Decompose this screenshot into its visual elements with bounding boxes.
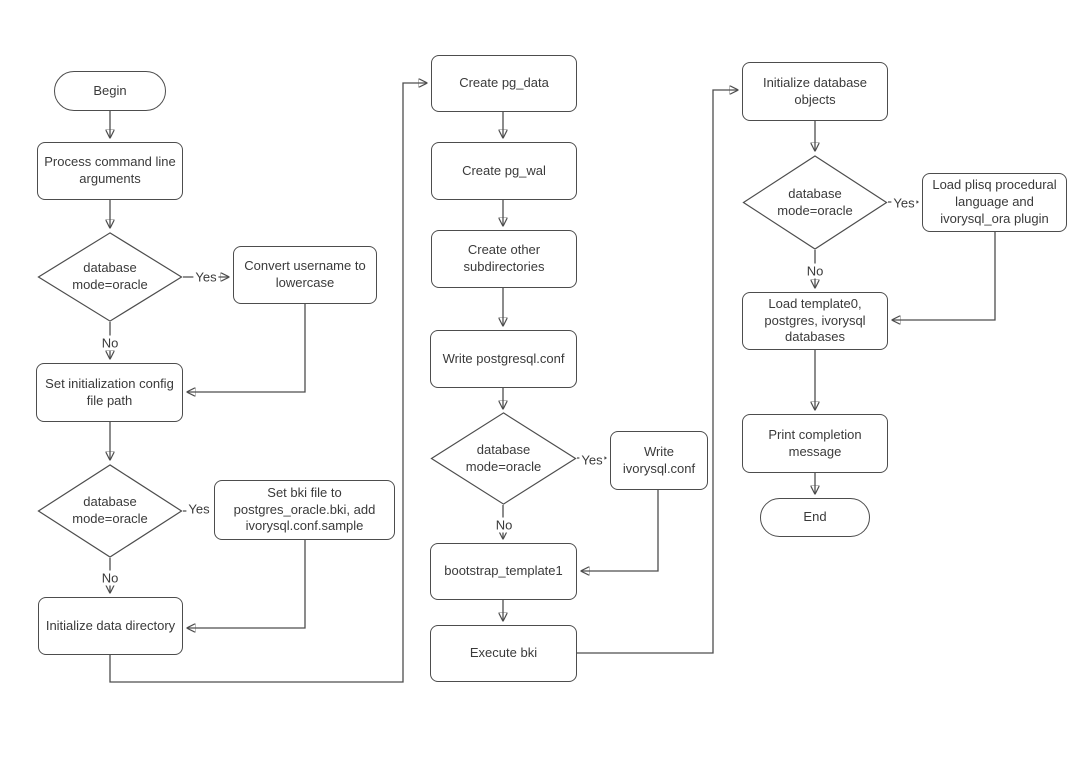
node-end: End <box>760 498 870 537</box>
node-label: Write postgresql.conf <box>442 350 565 366</box>
node-load-plisq-procedural-language: Load plisq procedural language and ivory… <box>922 173 1067 232</box>
node-label: Process command line arguments <box>44 154 176 186</box>
node-set-bki-file: Set bki file to postgres_oracle.bki, add… <box>214 480 395 540</box>
node-label: Execute bki <box>469 645 538 661</box>
node-bootstrap-template1: bootstrap_template1 <box>430 543 577 600</box>
edge-label-yes: Yes <box>193 269 219 285</box>
node-create-other-subdirectories: Create other subdirectories <box>431 230 577 288</box>
node-create-pg-wal: Create pg_wal <box>431 142 577 200</box>
decision-2-database-mode-oracle: database mode=oracle <box>37 464 183 558</box>
edge-initdata-to-createpgdata <box>109 83 426 683</box>
node-create-pg-data: Create pg_data <box>431 55 577 112</box>
edge-setbki-to-initdata <box>188 540 306 628</box>
decision-4-database-mode-oracle: database mode=oracle <box>742 155 888 250</box>
node-label: Create pg_wal <box>462 162 546 178</box>
node-label: Load template0, postgres, ivorysql datab… <box>764 295 866 345</box>
edge-loadplisq-to-loaddb <box>893 232 996 320</box>
diamond-shape <box>742 155 888 250</box>
node-label: database mode=oracle <box>465 441 542 474</box>
node-label: Begin <box>93 82 127 98</box>
edge-label-no: No <box>99 570 121 586</box>
edge-label-no: No <box>99 335 121 351</box>
diamond-shape <box>430 412 577 505</box>
node-label: Create pg_data <box>459 75 549 91</box>
edge-label-yes: Yes <box>579 452 605 468</box>
node-label: Set initialization config file path <box>45 375 174 408</box>
node-label: Initialize data directory <box>45 617 176 633</box>
edge-writeivory-to-bootstrap <box>582 490 659 571</box>
node-label: Create other subdirectories <box>463 242 545 274</box>
edge-convert-to-setinit <box>188 304 306 392</box>
node-label: database mode=oracle <box>777 185 853 218</box>
node-initialize-database-objects: Initialize database objects <box>742 62 888 121</box>
node-label: database mode=oracle <box>72 494 148 526</box>
decision-1-database-mode-oracle: database mode=oracle <box>37 232 183 322</box>
node-label: Initialize database objects <box>762 74 868 107</box>
node-write-ivorysql-conf: Write ivorysql.conf <box>610 431 708 490</box>
edge-label-no: No <box>493 517 515 533</box>
diamond-shape <box>37 232 183 322</box>
node-print-completion-message: Print completion message <box>742 414 888 473</box>
node-label: Print completion message <box>768 426 862 459</box>
edge-label-no: No <box>804 263 826 279</box>
node-begin: Begin <box>54 71 166 111</box>
decision-3-database-mode-oracle: database mode=oracle <box>430 412 577 505</box>
node-convert-username-lowercase: Convert username to lowercase <box>233 246 377 304</box>
node-label: database mode=oracle <box>72 260 148 292</box>
node-process-command-line-arguments: Process command line arguments <box>37 142 183 200</box>
node-label: End <box>803 509 827 525</box>
node-initialize-data-directory: Initialize data directory <box>38 597 183 655</box>
node-label: Load plisq procedural language and ivory… <box>932 177 1057 226</box>
node-label: Write ivorysql.conf <box>622 443 696 476</box>
node-label: bootstrap_template1 <box>444 563 563 579</box>
diamond-shape <box>37 464 183 558</box>
node-execute-bki: Execute bki <box>430 625 577 682</box>
edge-label-yes: Yes <box>891 195 917 211</box>
node-write-postgresql-conf: Write postgresql.conf <box>430 330 577 388</box>
edge-executebki-to-initobjects <box>577 90 737 654</box>
node-set-init-config-file-path: Set initialization config file path <box>36 363 183 422</box>
edge-label-yes: Yes <box>186 501 212 517</box>
node-label: Set bki file to postgres_oracle.bki, add… <box>233 484 376 534</box>
node-load-template0-databases: Load template0, postgres, ivorysql datab… <box>742 292 888 350</box>
node-label: Convert username to lowercase <box>244 258 366 290</box>
